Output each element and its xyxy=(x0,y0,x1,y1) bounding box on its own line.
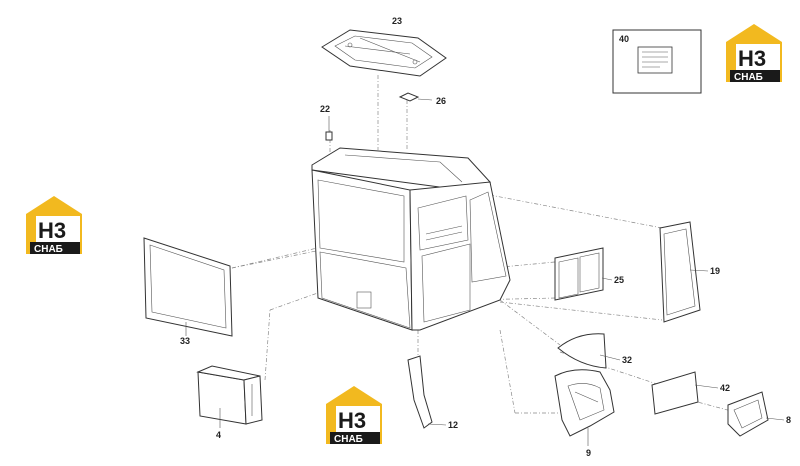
callout-9: 9 xyxy=(586,448,591,458)
callout-26: 26 xyxy=(436,96,446,106)
callout-32: 32 xyxy=(622,355,632,365)
callout-12: 12 xyxy=(448,420,458,430)
brand-logo-left: H3 CHAБ xyxy=(26,196,82,255)
pillar-trim-part xyxy=(407,355,433,429)
label-plate-box xyxy=(612,29,702,94)
curved-panel-part xyxy=(557,333,607,369)
svg-text:H3: H3 xyxy=(338,408,366,433)
front-glass-part xyxy=(143,237,233,337)
bolt-part xyxy=(325,116,333,141)
svg-text:CHAБ: CHAБ xyxy=(734,72,763,83)
callout-23: 23 xyxy=(392,16,402,26)
callout-40: 40 xyxy=(619,34,629,44)
roof-panel-part xyxy=(321,29,447,77)
bracket-part xyxy=(398,92,433,102)
box-part xyxy=(196,365,263,425)
callout-4: 4 xyxy=(216,430,221,440)
callout-19: 19 xyxy=(710,266,720,276)
flat-plate-part xyxy=(651,371,699,415)
svg-text:CHAБ: CHAБ xyxy=(34,244,63,255)
side-glass-part xyxy=(659,221,701,323)
callout-8: 8 xyxy=(786,415,791,425)
cab-body xyxy=(311,147,511,331)
brand-logo-bottom: H3 CHAБ xyxy=(326,386,382,445)
brand-logo-top-right: H3 CHAБ xyxy=(726,24,782,83)
part-callouts: 23 26 22 40 33 25 19 32 42 8 4 12 9 xyxy=(180,16,791,458)
svg-text:CHAБ: CHAБ xyxy=(334,434,363,445)
callout-25: 25 xyxy=(614,275,624,285)
callout-22: 22 xyxy=(320,104,330,114)
trim-piece-part xyxy=(727,391,769,437)
door-lower-panel-part xyxy=(554,369,615,437)
callout-33: 33 xyxy=(180,336,190,346)
svg-text:H3: H3 xyxy=(38,218,66,243)
callout-42: 42 xyxy=(720,383,730,393)
svg-text:H3: H3 xyxy=(738,46,766,71)
sliding-window-part xyxy=(554,247,604,301)
